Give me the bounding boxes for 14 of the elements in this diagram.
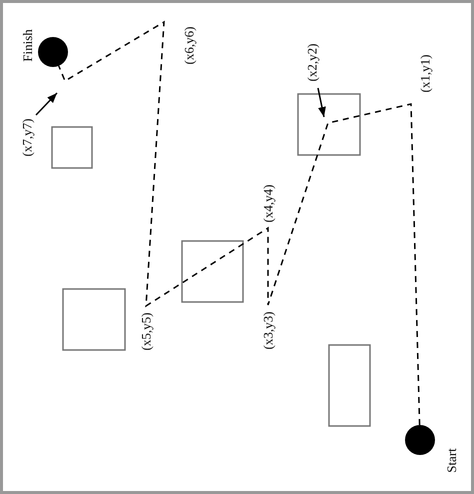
endpoint-label: Start xyxy=(444,448,458,472)
pointer-arrow xyxy=(35,92,58,116)
pointer-arrow xyxy=(317,88,326,118)
filled-circle xyxy=(405,425,435,455)
coordinate-label: (x6,y6) xyxy=(182,26,196,64)
coordinate-label: (x3,y3) xyxy=(261,311,274,349)
coordinate-label: (x5,y5) xyxy=(139,312,152,350)
coordinate-label: (x2,y2) xyxy=(305,43,318,81)
dashed-path xyxy=(58,20,420,426)
coordinate-label: (x7,y7) xyxy=(20,118,34,156)
endpoint-label: Finish xyxy=(20,28,34,62)
coordinate-label: (x4,y4) xyxy=(261,184,274,222)
coordinate-label: (x1,y1) xyxy=(418,54,432,92)
filled-circle xyxy=(38,37,68,67)
